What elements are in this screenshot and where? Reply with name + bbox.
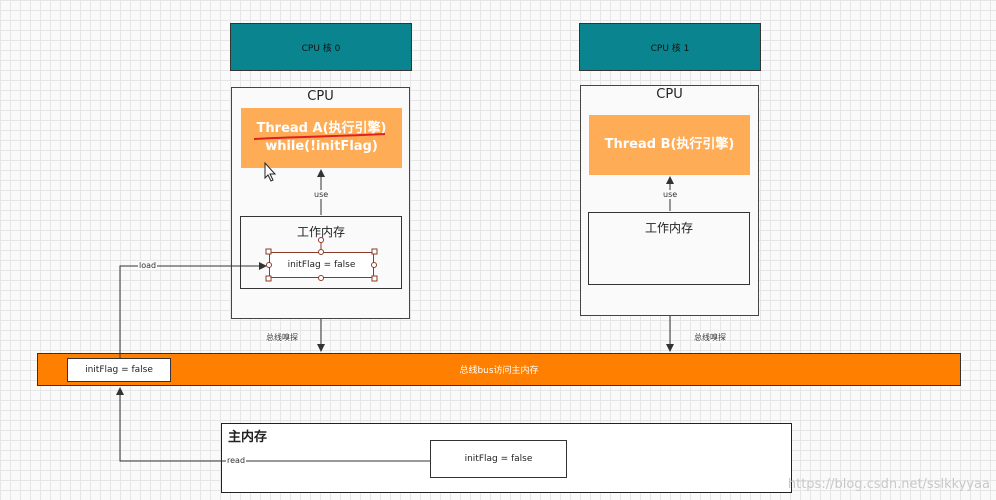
main-memory-title: 主内存: [228, 430, 268, 445]
thread-a-line2: while(!initFlag): [265, 139, 378, 154]
use-label-a: use: [313, 190, 330, 199]
thread-a-line1: Thread A(执行引擎): [256, 121, 387, 136]
thread-a-box: Thread A(执行引擎) while(!initFlag): [241, 108, 402, 168]
load-arrow: [119, 262, 267, 358]
cpu-core-1-box: CPU 核 1: [579, 23, 761, 71]
working-memory-a-var: initFlag = false: [269, 252, 374, 278]
highlight-underline: [253, 133, 386, 140]
main-memory-var-box: initFlag = false: [430, 440, 567, 478]
read-label: read: [226, 456, 247, 465]
working-memory-b-title: 工作内存: [644, 221, 693, 235]
bus-var-box: initFlag = false: [67, 358, 171, 382]
cpu-core-0-box: CPU 核 0: [230, 23, 412, 71]
snoop-label-a: 总线嗅探: [265, 332, 299, 343]
cpu-b-title: CPU: [656, 87, 683, 102]
bus-bar: 总线bus访问主内存: [37, 353, 961, 386]
thread-b-box: Thread B(执行引擎): [589, 115, 750, 175]
working-memory-a-title: 工作内存: [296, 225, 345, 239]
working-memory-a-var-text: initFlag = false: [287, 260, 356, 270]
cpu-a-title: CPU: [307, 89, 334, 104]
cpu-core-1-label: CPU 核 1: [650, 43, 690, 54]
bus-var-text: initFlag = false: [85, 365, 153, 375]
snoop-label-b: 总线嗅探: [693, 332, 727, 343]
working-memory-b-box: 工作内存: [588, 212, 750, 285]
cpu-core-0-label: CPU 核 0: [301, 43, 341, 54]
main-memory-var-text: initFlag = false: [464, 454, 533, 464]
selection-handles: [265, 237, 378, 282]
load-label: load: [138, 261, 158, 270]
read-arrow: [116, 387, 430, 462]
cursor-icon: [264, 161, 277, 182]
bus-label: 总线bus访问主内存: [459, 366, 539, 376]
thread-b-line1: Thread B(执行引擎): [604, 137, 735, 152]
use-label-b: use: [662, 190, 679, 199]
watermark: https://blog.csdn.net/sslkkyyaa: [787, 477, 990, 492]
